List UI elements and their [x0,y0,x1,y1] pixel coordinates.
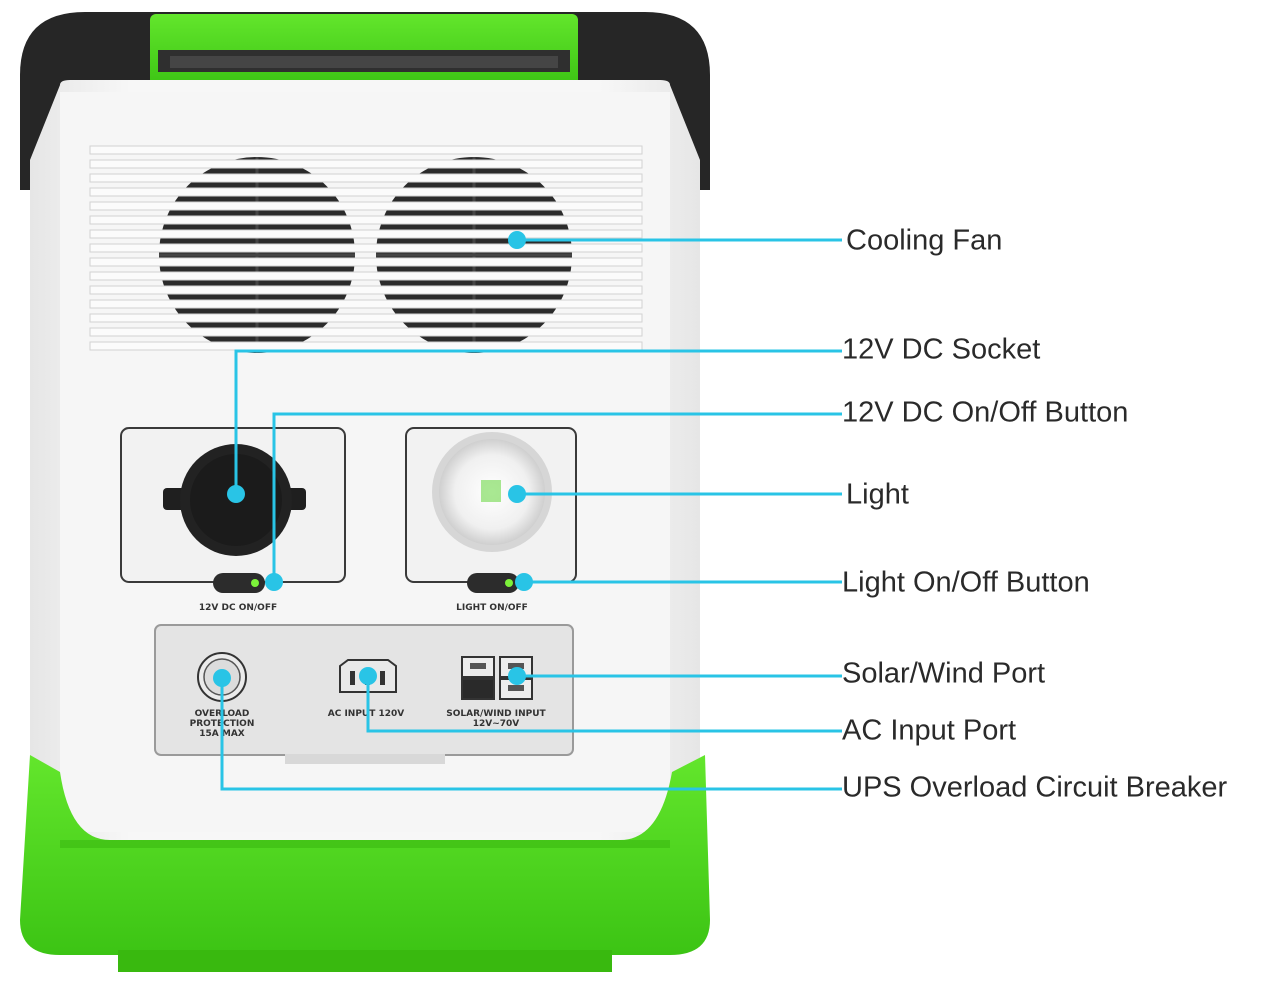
callout-line-ac-port [366,676,842,733]
callout-line-dc-button [272,412,842,582]
callout-dot-ups-breaker [213,669,231,687]
vent-slat [89,299,643,309]
solar-wind-port[interactable] [461,656,533,700]
ac-caption: AC INPUT 120V [328,709,405,719]
callout-label-dc-button: 12V DC On/Off Button [842,396,1129,429]
callout-dot-light-button [515,573,533,591]
callout-dot-dc-button [265,573,283,591]
callout-dot-dc-socket [227,485,245,503]
callout-label-light-button: Light On/Off Button [842,566,1090,599]
vent-slat [89,159,643,169]
vent-slat [89,257,643,267]
callout-label-dc-socket: 12V DC Socket [842,333,1041,366]
vent-slat [89,313,643,323]
vent-slat [89,285,643,295]
vent-grille [89,145,643,351]
callout-label-cooling-fan: Cooling Fan [846,224,1003,257]
callout-dot-cooling-fan [508,231,526,249]
work-light [432,432,552,552]
vent-slat [89,173,643,183]
cooling-fan-left [159,157,355,353]
light-on-off-button[interactable] [467,573,519,593]
cooling-fan-right [376,157,572,353]
base-bumper [20,755,710,955]
vent-slat [89,215,643,225]
callout-dot-solar-port [508,667,526,685]
vent-slat [89,201,643,211]
callout-label-light: Light [846,478,909,511]
vent-slat [89,145,643,155]
vent-slat [89,327,643,337]
callout-line-ups-breaker [220,678,842,791]
solar-caption-line1: SOLAR/WIND INPUT [446,709,546,719]
callout-label-solar-port: Solar/Wind Port [842,657,1046,690]
dc-switch-caption: 12V DC ON/OFF [199,603,277,613]
vent-slat [89,229,643,239]
dc-on-off-button[interactable] [213,573,265,593]
callout-label-ac-port: AC Input Port [842,714,1017,747]
callout-dot-light [508,485,526,503]
vent-slat [89,243,643,253]
solar-caption-line2: 12V~70V [473,719,520,729]
light-switch-caption: LIGHT ON/OFF [456,603,528,613]
callout-lines [213,231,842,791]
callout-label-ups-breaker: UPS Overload Circuit Breaker [842,771,1228,804]
vent-slat [89,187,643,197]
callout-dot-ac-port [359,667,377,685]
vent-slat [89,271,643,281]
callout-line-dc-socket [234,349,842,494]
vent-slat [89,341,643,351]
